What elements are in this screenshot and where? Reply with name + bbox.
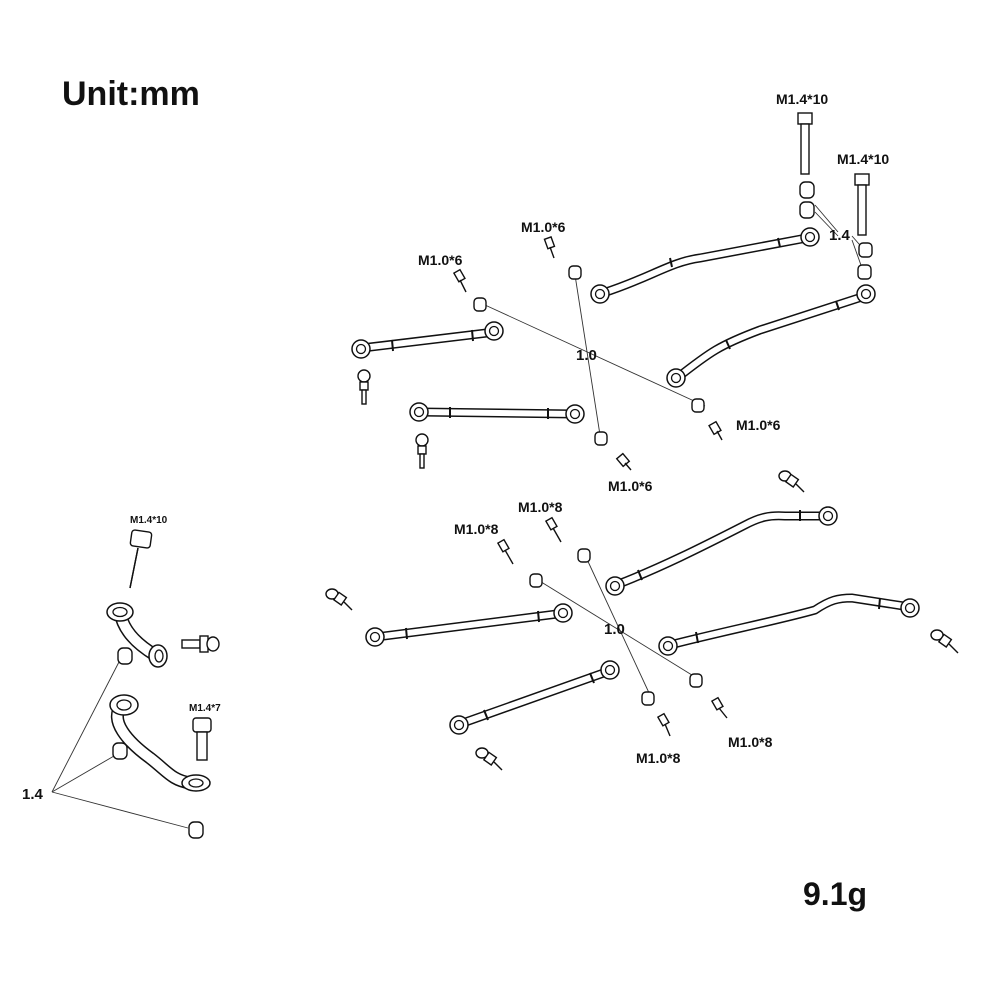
- label-top-center: 1.0: [576, 347, 597, 364]
- left-bushing-2: [112, 742, 128, 760]
- mid-screw-2: [544, 516, 562, 543]
- mid-ball-stud-2: [778, 470, 805, 493]
- top-link-lower-right: [666, 284, 876, 388]
- top-long-screw-2: [854, 173, 870, 236]
- top-bushing-3: [691, 398, 705, 413]
- mid-ball-stud-4: [475, 747, 503, 771]
- left-bushing-3: [188, 821, 204, 839]
- label-mid-screw-left: M1.0*8: [454, 521, 499, 537]
- mid-screw-3: [710, 696, 728, 719]
- top-bushing-6: [857, 242, 873, 280]
- label-top-screw-left: M1.0*6: [418, 252, 463, 268]
- top-link-middle: [409, 402, 585, 424]
- left-arm-upper: [106, 602, 168, 668]
- top-screw-3: [708, 420, 723, 441]
- mid-bushing-1: [529, 573, 543, 588]
- label-top-long-screw-2: M1.4*10: [837, 151, 889, 167]
- mid-bushing-2: [577, 548, 591, 563]
- mid-link-upper: [605, 506, 838, 596]
- top-long-screw-1: [797, 112, 813, 175]
- middle-leader-lines: [537, 554, 701, 696]
- mid-ball-stud-1: [325, 588, 353, 611]
- top-screw-4: [615, 452, 632, 471]
- mid-screw-4: [656, 712, 671, 737]
- label-mid-screw-bottom: M1.0*8: [636, 750, 681, 766]
- label-left-ball-size: 1.4: [22, 786, 44, 803]
- middle-link-set: M1.0*8 M1.0*8 1.0 M1.0*8 M1.0*8: [325, 470, 959, 771]
- top-bushing-5: [799, 181, 815, 219]
- top-bushing-4: [594, 431, 608, 446]
- top-screw-2: [543, 236, 556, 259]
- left-leader-lines: [51, 659, 189, 829]
- top-bushing-1: [473, 297, 487, 312]
- left-short-screw: [192, 717, 212, 761]
- label-top-screw-right: M1.0*6: [736, 417, 781, 433]
- mid-link-lower: [449, 660, 620, 735]
- left-arm-lower: [109, 694, 211, 792]
- left-long-screw: [129, 529, 153, 589]
- label-left-long-screw: M1.4*10: [130, 515, 168, 526]
- left-side-ball-stud: [181, 635, 220, 653]
- top-ball-stud-1: [357, 369, 371, 405]
- mid-bushing-4: [641, 691, 655, 706]
- unit-title: Unit:mm: [62, 75, 200, 113]
- left-bushing-1: [117, 647, 133, 665]
- weight-label: 9.1g: [803, 876, 867, 912]
- label-top-screw-mid: M1.0*6: [521, 219, 566, 235]
- top-ball-stud-2: [415, 433, 429, 469]
- label-top-long-screw-1: M1.4*10: [776, 91, 828, 107]
- top-bushing-2: [568, 265, 582, 280]
- left-link-set: M1.4*10 M1.4*7 1.4: [22, 515, 221, 839]
- label-top-ball-size: 1.4: [829, 227, 851, 244]
- top-link-left: [351, 321, 504, 359]
- label-mid-center: 1.0: [604, 621, 625, 638]
- top-link-set: M1.4*10 M1.4*10 1.4 M1.0*6 M1.0*6 1.0 M1…: [351, 91, 889, 494]
- label-left-short-screw: M1.4*7: [189, 703, 221, 714]
- mid-ball-stud-3: [930, 629, 959, 654]
- mid-link-right: [658, 593, 920, 656]
- mid-screw-1: [496, 538, 514, 565]
- mid-link-left: [365, 603, 573, 647]
- top-screw-1: [452, 268, 467, 293]
- label-mid-screw-mid: M1.0*8: [518, 499, 563, 515]
- label-mid-screw-right: M1.0*8: [728, 734, 773, 750]
- top-leader-lines: [484, 204, 867, 436]
- label-top-screw-bottom: M1.0*6: [608, 478, 653, 494]
- top-link-upper-right: [590, 227, 820, 304]
- mid-bushing-3: [689, 673, 703, 688]
